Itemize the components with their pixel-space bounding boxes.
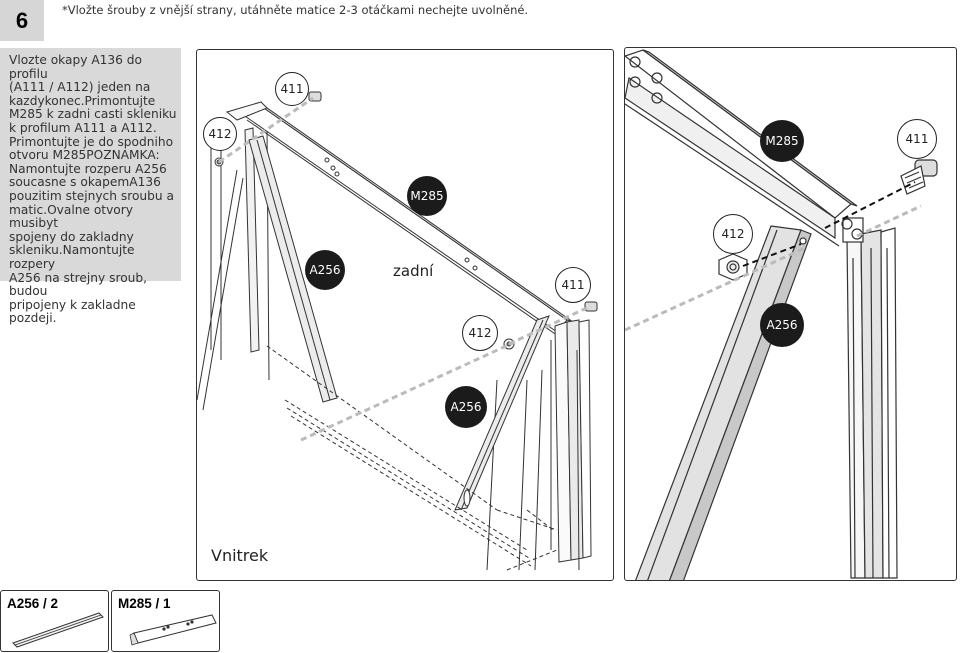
callout-411: 411 — [275, 72, 309, 106]
instruction-line: skleniku.Namontujte rozpery — [9, 243, 135, 271]
label-inside: Vnitrek — [211, 546, 269, 565]
detail-callout-a256: A256 — [760, 303, 804, 347]
part-a256-label: A256 / 2 — [7, 596, 59, 611]
label-back: zadní — [393, 262, 434, 280]
part-a256-box: A256 / 2 — [0, 590, 109, 652]
instruction-line: matic.Ovalne otvory musibyt — [9, 202, 133, 231]
callout-411-right: 411 — [555, 267, 591, 303]
part-m285-label: M285 / 1 — [118, 596, 171, 611]
callout-a256-left: A256 — [305, 250, 345, 290]
main-assembly-drawing — [197, 91, 598, 571]
step-number: 6 — [15, 7, 29, 33]
detail-callout-411: 411 — [897, 119, 937, 159]
main-diagram-panel: 411 412 M285 A256 zadní 411 412 A256 Vni… — [196, 49, 614, 581]
assembly-note: *Vložte šrouby z vnější strany, utáhněte… — [62, 3, 529, 17]
instruction-line: k profilum A111 a A112. — [9, 120, 157, 135]
instruction-line: pripojeny k zakladne pozdeji. — [9, 297, 136, 326]
instruction-line: Vlozte okapy A136 do profilu — [9, 53, 142, 81]
instruction-line: M285 k zadni casti skleniku — [9, 107, 177, 122]
detail-callout-412: 412 — [713, 214, 753, 254]
instruction-line: Primontujte je do spodniho — [9, 134, 174, 149]
instruction-line: otvoru M285POZNAMKA: — [9, 148, 160, 163]
step-number-box: 6 — [0, 0, 44, 41]
callout-m285: M285 — [407, 176, 447, 216]
instruction-line: A256 na strejny sroub, budou — [9, 270, 147, 299]
callout-a256-right: A256 — [445, 386, 487, 428]
detail-callout-m285: M285 — [760, 120, 804, 162]
instruction-line: spojeny do zakladny — [9, 229, 134, 244]
instruction-line: (A111 / A112) jeden na — [9, 80, 151, 95]
instruction-line: pouzitim stejnych sroubu a — [9, 188, 174, 203]
callout-412-right: 412 — [462, 315, 498, 351]
callout-412: 412 — [203, 117, 237, 151]
detail-diagram-panel: M285 411 412 A256 — [624, 47, 957, 581]
part-m285-box: M285 / 1 — [111, 590, 220, 652]
instruction-line: Namontujte rozperu A256 — [9, 161, 167, 176]
instruction-line: soucasne s okapemA136 — [9, 175, 161, 190]
part-a256-icon — [12, 612, 104, 648]
part-m285-icon — [129, 614, 217, 646]
instructions-box: Vlozte okapy A136 do profilu (A111 / A11… — [0, 48, 181, 325]
instruction-line: kazdykonec.Primontujte — [9, 93, 156, 108]
